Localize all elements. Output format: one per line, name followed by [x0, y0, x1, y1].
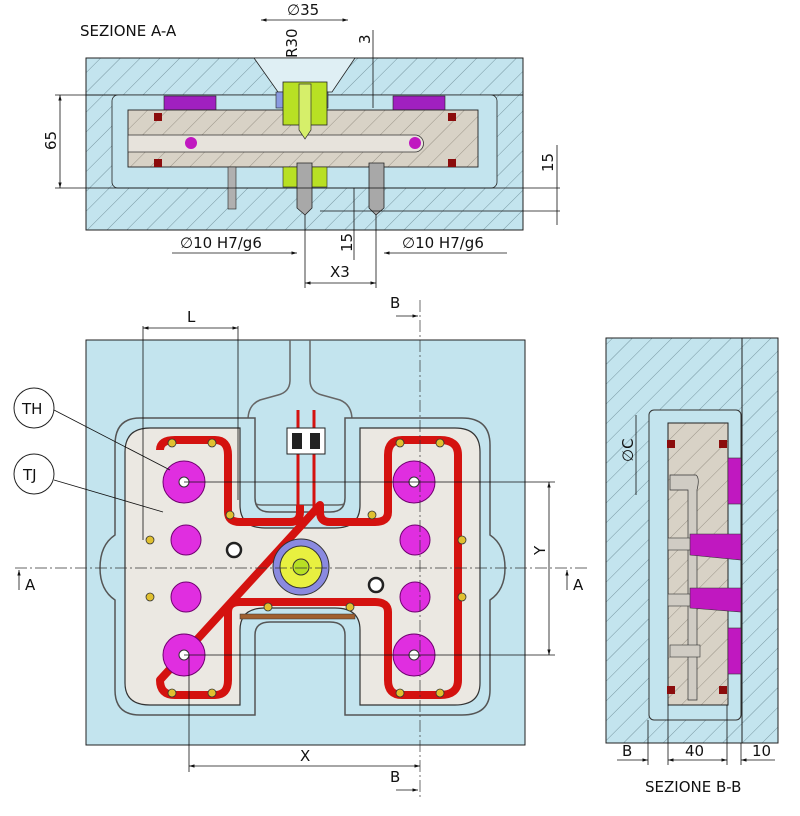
nozzle-small: [170, 524, 202, 556]
screw: [395, 688, 405, 698]
dim-fit-right: ∅10 H7/g6: [402, 234, 484, 252]
dowel-pin-right: [368, 162, 385, 216]
dim-3: 3: [356, 34, 374, 44]
seal: [667, 440, 675, 448]
seal: [719, 686, 727, 694]
seal: [448, 113, 456, 121]
seal: [154, 159, 162, 167]
dim-40: 40: [685, 742, 704, 760]
leader-line: [53, 409, 171, 471]
screw: [225, 510, 235, 520]
screw: [435, 438, 445, 448]
section-mark-bottom: B: [390, 768, 400, 786]
dim-x3: X3: [330, 263, 350, 281]
screw: [145, 535, 155, 545]
dim-diameter-35: ∅35: [287, 1, 319, 19]
manifold-block: [667, 422, 729, 706]
screw: [435, 688, 445, 698]
nozzle-small: [170, 581, 202, 613]
sprue-cone: [253, 57, 356, 93]
section-mark-top: B: [390, 294, 400, 312]
nozzle-small: [399, 524, 431, 556]
nozzle: [727, 457, 742, 505]
plug-right: [409, 137, 421, 149]
sprue-inlet: [292, 558, 310, 576]
section-mark-left: A: [25, 576, 36, 594]
section-b-b-title: SEZIONE B-B: [645, 778, 741, 796]
plug-left: [185, 137, 197, 149]
callout-tj-bubble: [13, 453, 55, 495]
terminal: [292, 433, 302, 449]
dim-y: Y: [531, 545, 549, 556]
section-b-b: ∅C B 40 10 SEZIONE B-B: [605, 337, 779, 796]
dim-65: 65: [42, 131, 60, 150]
seal: [448, 159, 456, 167]
dim-15-bottom: 15: [338, 233, 356, 252]
seal: [719, 440, 727, 448]
section-a-a: SEZIONE A-A ∅35 R30 3 65 15: [42, 1, 560, 288]
nozzle-head-left: [163, 95, 217, 112]
screw: [457, 592, 467, 602]
plan-view: L B B A A TH TJ Y X: [13, 294, 590, 800]
sprue-channel: [298, 83, 312, 140]
screws: [145, 438, 467, 698]
dowel-pin-left: [296, 162, 313, 216]
nozzle-head-right: [392, 95, 446, 112]
terminal: [310, 433, 320, 449]
screw: [145, 592, 155, 602]
dowel-pin: [225, 541, 243, 559]
dim-radius-r30: R30: [283, 28, 301, 58]
dim-10: 10: [752, 742, 771, 760]
nozzle: [689, 587, 742, 613]
screw: [167, 688, 177, 698]
dim-b: B: [622, 742, 632, 760]
screw: [263, 602, 273, 612]
section-mark-right: A: [573, 576, 584, 594]
callout-tj: TJ: [22, 466, 37, 484]
screw: [367, 510, 377, 520]
dim-c: ∅C: [619, 438, 637, 462]
dim-x: X: [300, 747, 310, 765]
screw: [345, 602, 355, 612]
thermocouple: [239, 613, 356, 620]
screw: [395, 438, 405, 448]
nozzle: [727, 627, 742, 675]
screw: [207, 688, 217, 698]
callout-th: TH: [21, 400, 42, 418]
leader-line: [53, 479, 164, 513]
screw: [457, 535, 467, 545]
dim-l: L: [187, 308, 196, 326]
seal: [154, 113, 162, 121]
melt-channel: [669, 474, 699, 701]
seal: [667, 686, 675, 694]
branch-channel: [669, 644, 701, 658]
nozzle-small: [399, 581, 431, 613]
nozzle: [689, 533, 742, 561]
dim-fit-left: ∅10 H7/g6: [180, 234, 262, 252]
screw: [207, 438, 217, 448]
screw: [167, 438, 177, 448]
callout-th-bubble: [13, 387, 55, 429]
melt-channel: [127, 134, 424, 153]
dim-15-right: 15: [539, 153, 557, 172]
dowel-pin: [367, 576, 385, 594]
section-a-a-title: SEZIONE A-A: [80, 22, 177, 40]
